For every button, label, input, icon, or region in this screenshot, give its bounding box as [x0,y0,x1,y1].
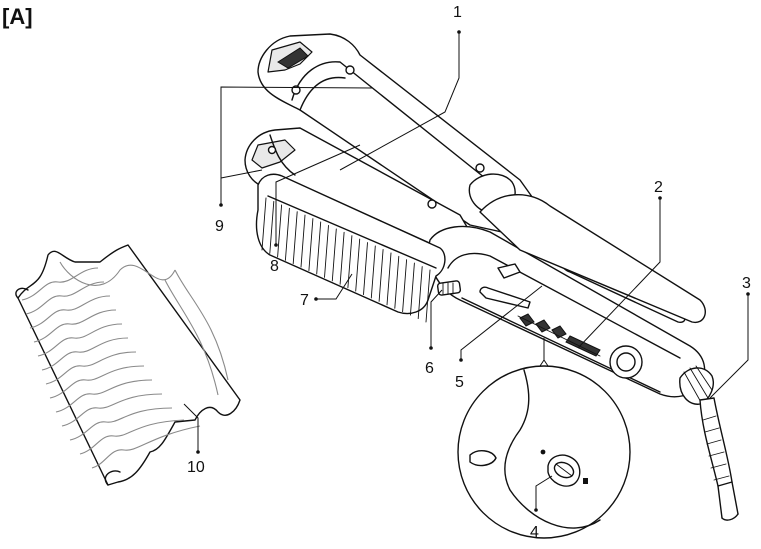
callout-7: 7 [300,292,309,309]
callout-10: 10 [187,459,205,476]
callout-1: 1 [453,4,462,21]
lock-button [437,281,460,296]
figure-label: [A] [2,4,33,29]
heat-dial [610,346,642,378]
callout-5: 5 [455,374,464,391]
callout-2: 2 [654,179,663,196]
callout-9: 9 [215,218,224,235]
callout-8: 8 [270,258,279,275]
callout-6: 6 [425,360,434,377]
callout-4: 4 [530,524,539,541]
wave-attachment [16,245,240,485]
callout-3: 3 [742,275,751,292]
